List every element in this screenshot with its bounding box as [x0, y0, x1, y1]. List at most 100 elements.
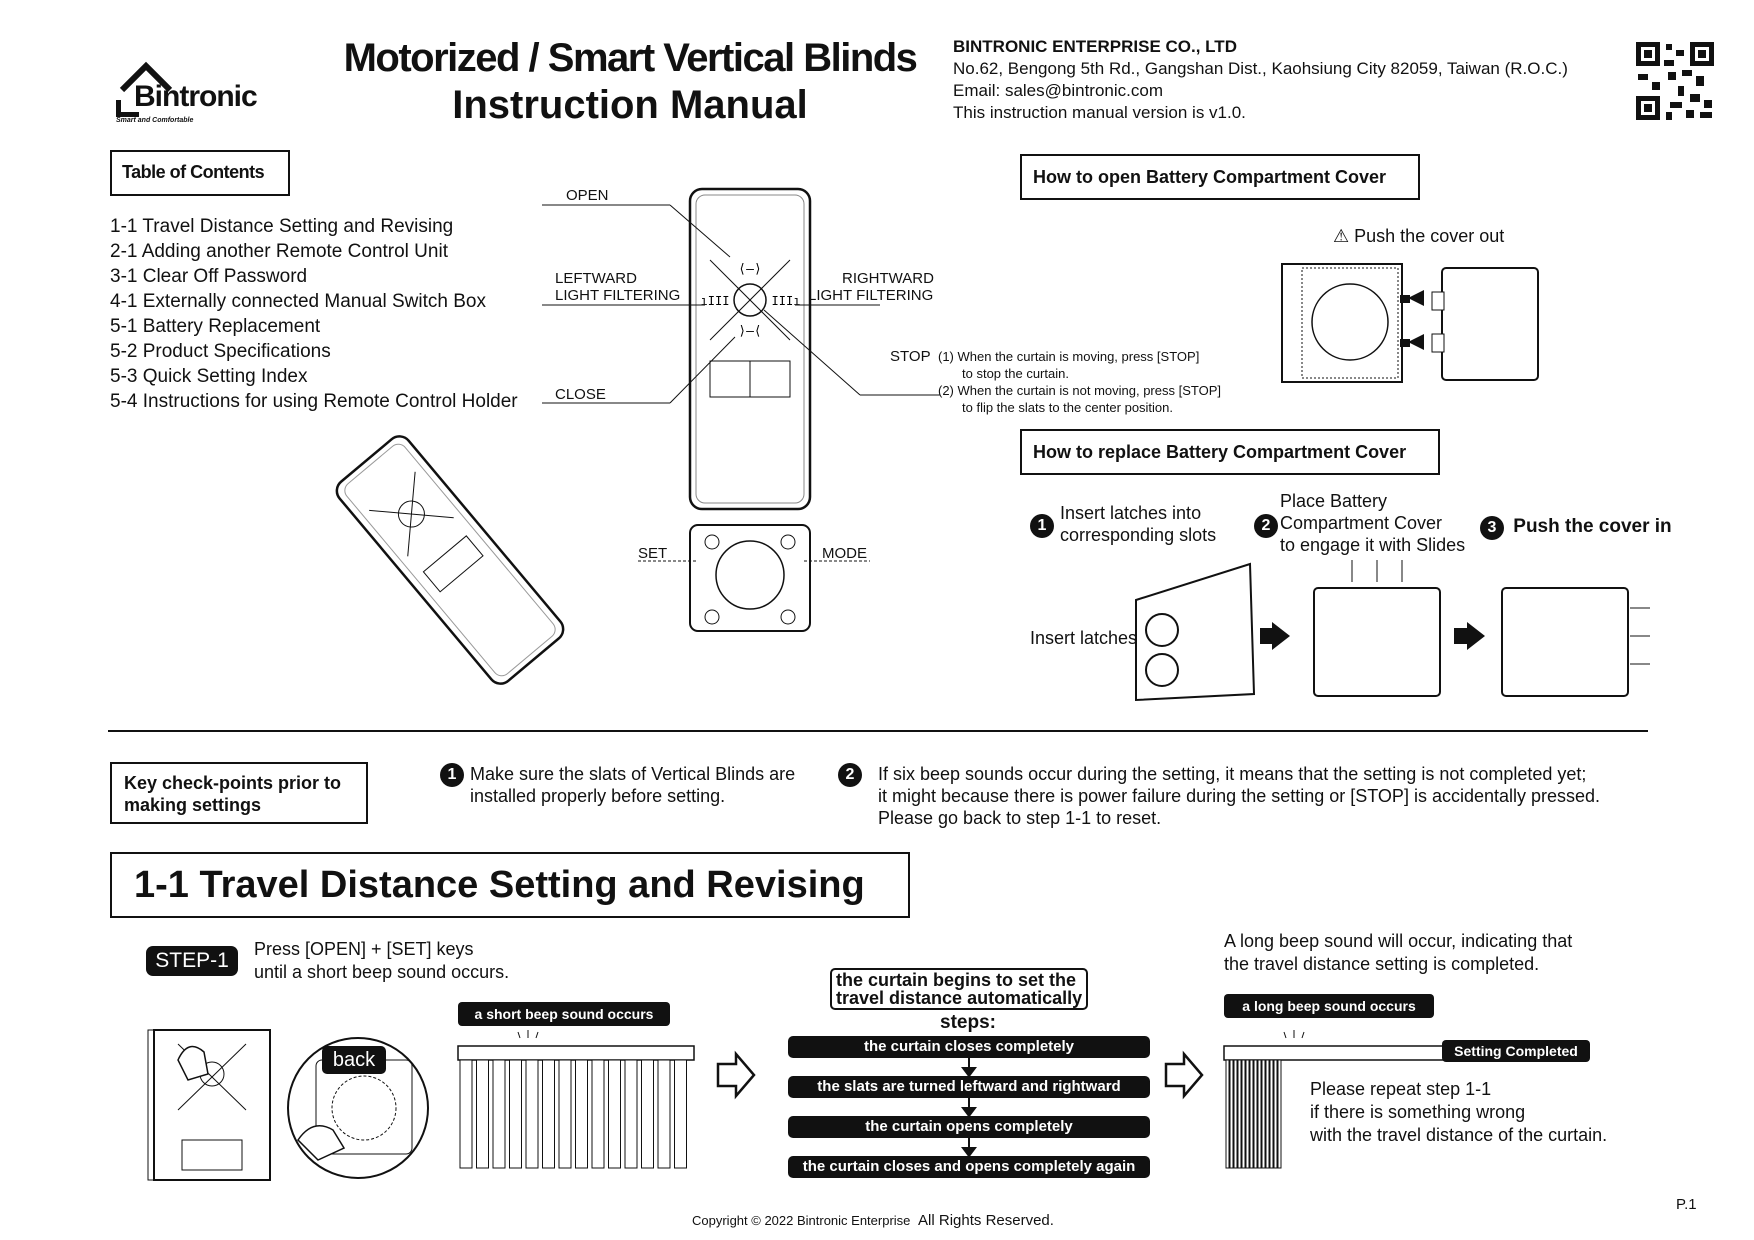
insert-latches-label: Insert latches [1030, 628, 1138, 648]
replace-step-3-text: Push the cover in [1513, 516, 1672, 537]
curtain-slat [492, 1059, 506, 1169]
checkpoint-number-1: 1 [440, 763, 464, 787]
replace-step-1-line1: Insert latches into [1060, 503, 1202, 523]
arrow-right-2 [1164, 1050, 1204, 1103]
curtain-slat [1249, 1059, 1254, 1169]
checkpoint-1-line1: Make sure the slats of Vertical Blinds a… [470, 764, 796, 784]
auto-set-line2: travel distance automatically [836, 988, 1083, 1008]
curtain-slat [1257, 1059, 1262, 1169]
title-line1: Motorized / Smart Vertical Blinds [343, 36, 918, 80]
stop-note-1b: to stop the curtain. [962, 366, 1069, 381]
warning-icon: ⚠ [1333, 226, 1350, 246]
svg-text:⟩–⟨: ⟩–⟨ [738, 324, 761, 339]
process-step-1: the curtain closes completely [788, 1036, 1150, 1058]
step-number-1: 1 [1030, 514, 1054, 538]
stop-notes: (1) When the curtain is moving, press [S… [938, 348, 1221, 416]
replace-step-2-line2: Compartment Cover [1280, 513, 1443, 533]
qr-code [1634, 40, 1716, 122]
curtain-slat [476, 1059, 489, 1169]
process-step-4: the curtain closes and opens completely … [788, 1156, 1150, 1178]
checkpoint-2-line3: Please go back to step 1-1 to reset. [878, 808, 1162, 828]
curtain-slat [1233, 1059, 1238, 1169]
label-leftward: LEFTWARD [555, 270, 637, 287]
curtain-slat [575, 1059, 588, 1169]
curtain-slat [525, 1059, 539, 1169]
push-out-text: Push the cover out [1354, 226, 1505, 246]
remote-perspective [335, 435, 565, 685]
curtain-slat [1241, 1059, 1246, 1169]
curtain-slat [1269, 1059, 1274, 1169]
arrow-right-icon [1164, 1050, 1204, 1100]
title-line2: Instruction Manual [452, 83, 808, 127]
label-mode: MODE [822, 545, 867, 562]
curtain-slat [591, 1059, 605, 1169]
checkpoint-number-2: 2 [838, 763, 862, 787]
step1-badge: STEP-1 [146, 946, 238, 976]
curtain-slat [1253, 1059, 1258, 1169]
long-beep-text: A long beep sound will occur, indicating… [1224, 930, 1572, 976]
checkpoint-2-line1: If six beep sounds occur during the sett… [878, 764, 1587, 784]
toc-item[interactable]: 4-1 Externally connected Manual Switch B… [110, 291, 486, 312]
brand-logo: Bintronic Smart and Comfortable [112, 60, 282, 130]
checkpoint-2: 2 If six beep sounds occur during the se… [838, 763, 1600, 829]
process-step-2: the slats are turned leftward and rightw… [788, 1076, 1150, 1098]
battery-replace-illustration [1135, 560, 1650, 702]
replace-step-1: 1 Insert latches into corresponding slot… [1030, 502, 1216, 546]
long-beep-text-line2: the travel distance setting is completed… [1224, 954, 1540, 974]
battery-open-heading-box: How to open Battery Compartment Cover [1020, 154, 1420, 200]
curtain-slat [509, 1059, 522, 1169]
curtain-illustration-2 [1223, 1030, 1445, 1169]
doc-title: Motorized / Smart Vertical Blinds Instru… [340, 36, 920, 128]
push-out-note: ⚠ Push the cover out [1333, 226, 1504, 247]
company-name: BINTRONIC ENTERPRISE CO., LTD [953, 37, 1237, 56]
step1-text-line2: until a short beep sound occurs. [254, 962, 510, 982]
setting-completed-label: Setting Completed [1442, 1040, 1590, 1062]
toc-heading-box: Table of Contents [110, 150, 290, 196]
repeat-note-line2: if there is something wrong [1310, 1102, 1526, 1122]
page-number: P.1 [1676, 1196, 1697, 1213]
label-set: SET [638, 545, 668, 562]
curtain-slat [558, 1059, 572, 1169]
toc-item[interactable]: 2-1 Adding another Remote Control Unit [110, 241, 448, 262]
checkpoint-2-line2: it might because there is power failure … [878, 786, 1601, 806]
label-stop: STOP [890, 348, 931, 365]
battery-open-illustration [1281, 263, 1539, 383]
curtain-slat [1225, 1059, 1230, 1169]
checkpoints-heading-1: Key check-points prior to [124, 773, 342, 793]
curtain-slat [1277, 1059, 1282, 1169]
toc-item[interactable]: 1-1 Travel Distance Setting and Revising [110, 216, 454, 237]
curtain-slat [459, 1059, 473, 1169]
svg-text:IIIı: IIIı [772, 294, 801, 308]
step-number-2: 2 [1254, 514, 1278, 538]
step-number-3: 3 [1480, 516, 1504, 540]
footer-copyright: Copyright © 2022 Bintronic Enterprise Al… [692, 1212, 1054, 1229]
replace-step-3: 3 Push the cover in [1480, 516, 1672, 540]
toc-item[interactable]: 5-3 Quick Setting Index [110, 366, 308, 387]
replace-step-1-line2: corresponding slots [1060, 525, 1217, 545]
remote-diagram: ⟨–⟩ ⟩–⟨ ıIII IIIı [542, 187, 940, 632]
svg-text:ıIII: ıIII [701, 294, 730, 308]
curtain-slat [657, 1059, 671, 1169]
curtain-illustration-1 [457, 1030, 695, 1169]
toc-item[interactable]: 5-2 Product Specifications [110, 341, 331, 362]
step1-text-line1: Press [OPEN] + [SET] keys [254, 939, 474, 959]
checkpoints-heading-2: making settings [124, 795, 262, 815]
toc-item[interactable]: 5-1 Battery Replacement [110, 316, 321, 337]
checkpoints-heading-box: Key check-points prior to making setting… [110, 762, 368, 824]
process-step-3: the curtain opens completely [788, 1116, 1150, 1138]
curtain-slat [1245, 1059, 1250, 1169]
checkpoint-1-line2: installed properly before setting. [470, 786, 726, 806]
repeat-note: Please repeat step 1-1 if there is somet… [1310, 1078, 1607, 1147]
battery-open-heading: How to open Battery Compartment Cover [1033, 167, 1387, 187]
rights-text: All Rights Reserved. [918, 1212, 1054, 1229]
section-title: 1-1 Travel Distance Setting and Revising [134, 864, 865, 906]
battery-replace-heading-box: How to replace Battery Compartment Cover [1020, 429, 1440, 475]
label-right-light-filtering: LIGHT FILTERING [808, 287, 934, 304]
replace-step-2-line3: to engage it with Slides [1280, 535, 1466, 555]
curtain-slat [1237, 1059, 1242, 1169]
toc-item[interactable]: 5-4 Instructions for using Remote Contro… [110, 391, 518, 412]
replace-step-2: 2 Place Battery Compartment Cover to eng… [1254, 490, 1465, 556]
auto-set-box: the curtain begins to set the travel dis… [830, 968, 1089, 1010]
stop-note-2b: to flip the slats to the center position… [962, 400, 1174, 415]
toc-item[interactable]: 3-1 Clear Off Password [110, 266, 308, 287]
